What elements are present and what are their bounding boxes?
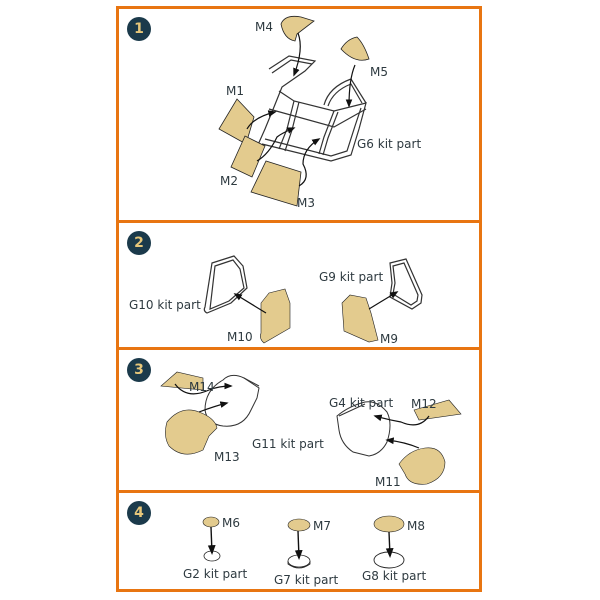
arrow-m13 [198,401,229,413]
arrow-m5 [345,64,356,108]
mask-m12 [413,399,462,421]
mask-m10 [260,288,291,344]
label-m1: M1 [226,84,244,98]
arrow-m4 [293,32,301,77]
arrow-m11 [385,437,420,449]
label-m9: M9 [380,332,398,346]
step-2-illustration: G10 kit part M10 G9 kit part M9 [129,255,423,346]
mask-m9 [341,294,379,343]
mask-m4 [280,15,315,42]
step-4-illustration: M6 M7 M8 G2 kit part G7 kit part G8 kit … [183,515,426,587]
arrow-m6 [207,526,216,555]
arrow-m2 [256,127,296,162]
arrow-m1 [246,110,277,130]
label-g10-kit-part: G10 kit part [129,298,201,312]
label-g11-kit-part: G11 kit part [252,437,324,451]
arrow-m9 [368,291,399,310]
mask-m8 [373,515,405,533]
step-2-panel: 2 G10 kit part M10 G9 kit part M [116,220,482,350]
arrow-m10 [233,293,267,314]
mask-m3 [250,160,302,207]
label-g7-kit-part: G7 kit part [274,573,338,587]
mask-m11 [398,447,446,485]
label-g8-kit-part: G8 kit part [362,569,426,583]
arrow-m7 [294,530,303,560]
step-3-illustration: M14 M13 G11 kit part G4 kit part M12 M11 [160,371,462,489]
label-m6: M6 [222,516,240,530]
mask-m2 [230,135,266,178]
g9-kit-part-outline [389,258,423,310]
label-m12: M12 [411,397,437,411]
arrow-m8 [385,531,394,558]
g4-kit-part-outline [336,401,391,457]
arrow-m14 [174,382,233,395]
label-g6-kit-part: G6 kit part [357,137,421,151]
g6-kit-part-outline [256,55,367,162]
label-g9-kit-part: G9 kit part [319,270,383,284]
g8-kit-part-outline [373,551,405,569]
label-m3: M3 [297,196,315,210]
step-number-badge: 3 [127,358,151,382]
label-m8: M8 [407,519,425,533]
g10-kit-part-outline [203,255,248,314]
mask-m7 [287,518,311,532]
arrow-m3 [298,138,321,187]
instruction-sheet: 1 [116,6,482,592]
mask-m14 [160,371,204,391]
g11-kit-part-outline [204,374,260,427]
step-number-badge: 2 [127,231,151,255]
label-m13: M13 [214,450,240,464]
mask-m1 [218,98,255,145]
label-m2: M2 [220,174,238,188]
label-m11: M11 [375,475,401,489]
step-1-panel: 1 [116,6,482,223]
mask-m6 [202,516,220,528]
step-3-panel: 3 M14 M13 [116,347,482,493]
label-m10: M10 [227,330,253,344]
step-4-panel: 4 M6 M7 M8 G2 kit part G7 kit p [116,490,482,592]
label-m4: M4 [255,20,273,34]
step-number-badge: 4 [127,501,151,525]
mask-m13 [165,409,218,455]
mask-m5 [340,36,370,61]
step-1-illustration: M4 M5 M1 M2 M3 G6 kit part [218,15,421,210]
label-g2-kit-part: G2 kit part [183,567,247,581]
arrow-m12 [373,414,430,426]
label-m14: M14 [189,380,215,394]
step-number-badge: 1 [127,17,151,41]
label-g4-kit-part: G4 kit part [329,396,393,410]
label-m7: M7 [313,519,331,533]
label-m5: M5 [370,65,388,79]
